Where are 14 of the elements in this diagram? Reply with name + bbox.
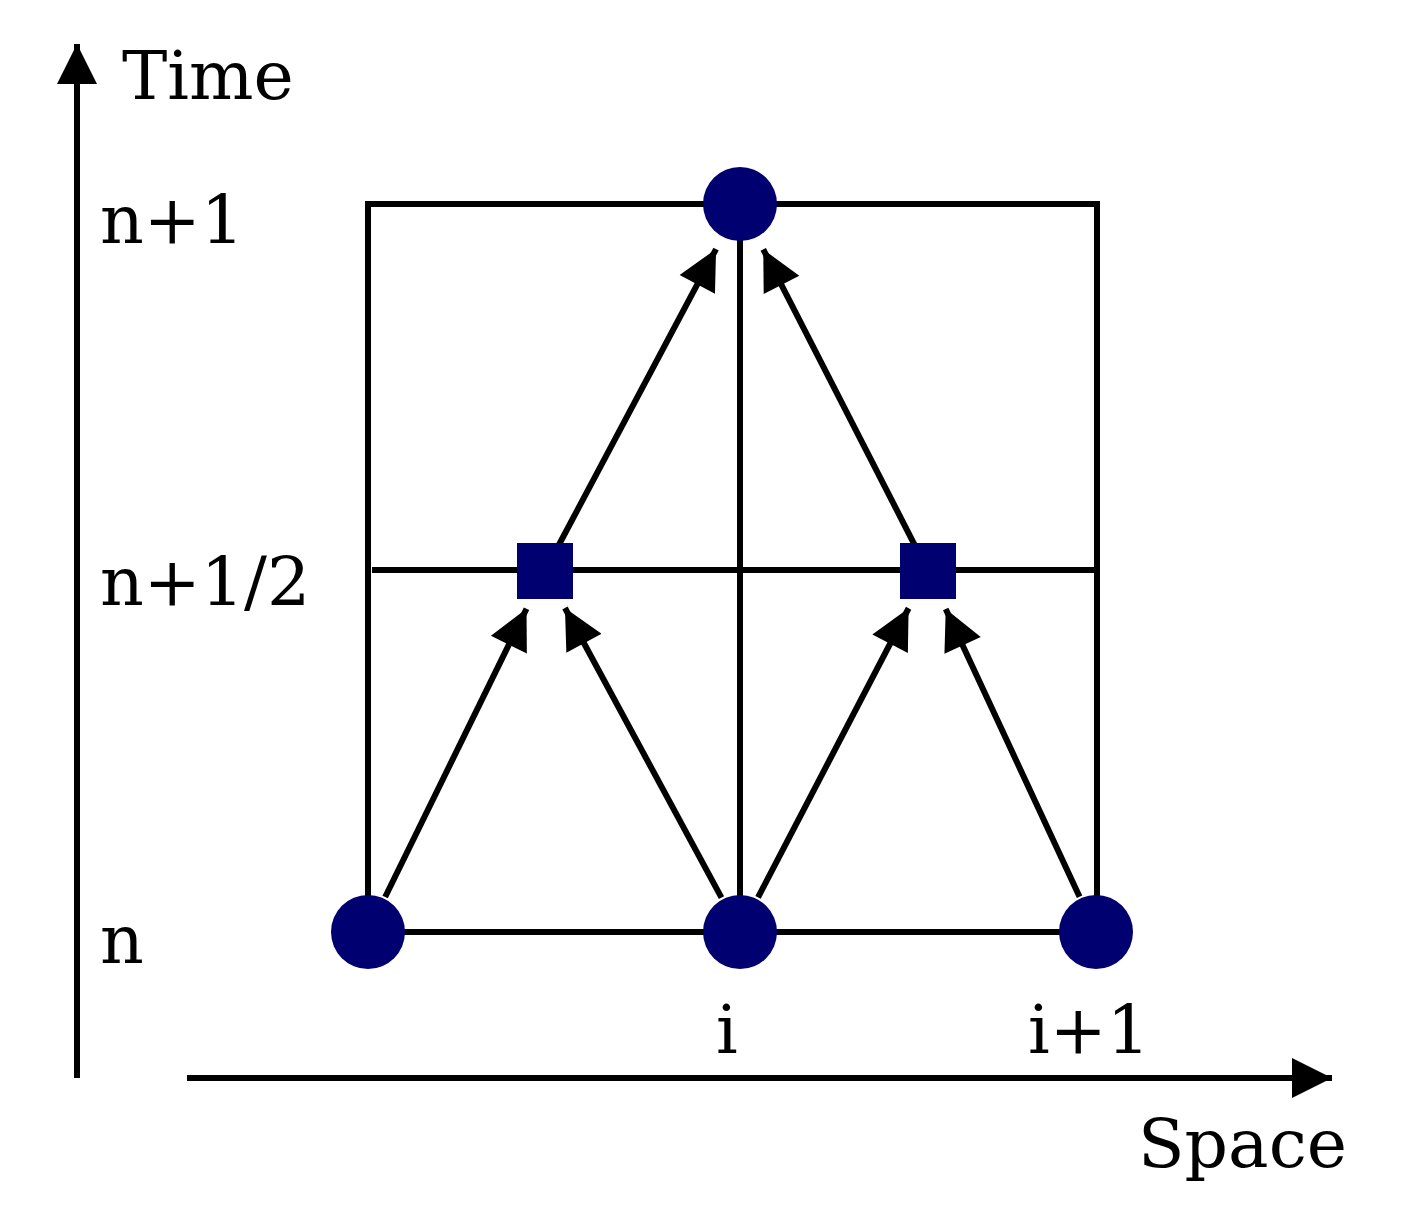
time-level-label: n [100,906,144,974]
arrow [556,247,719,546]
arrow [755,606,912,899]
time-level-label: n+1 [100,186,245,254]
axis-label: Time [122,42,294,110]
space-index-label: i [716,996,738,1064]
square-node [900,543,956,599]
time-level-label: n+1/2 [100,548,311,616]
arrow [943,607,1083,898]
arrow [382,607,530,899]
arrow [760,248,917,546]
space-index-label: i+1 [1028,996,1150,1064]
arrow [562,606,725,900]
square-node [517,543,573,599]
